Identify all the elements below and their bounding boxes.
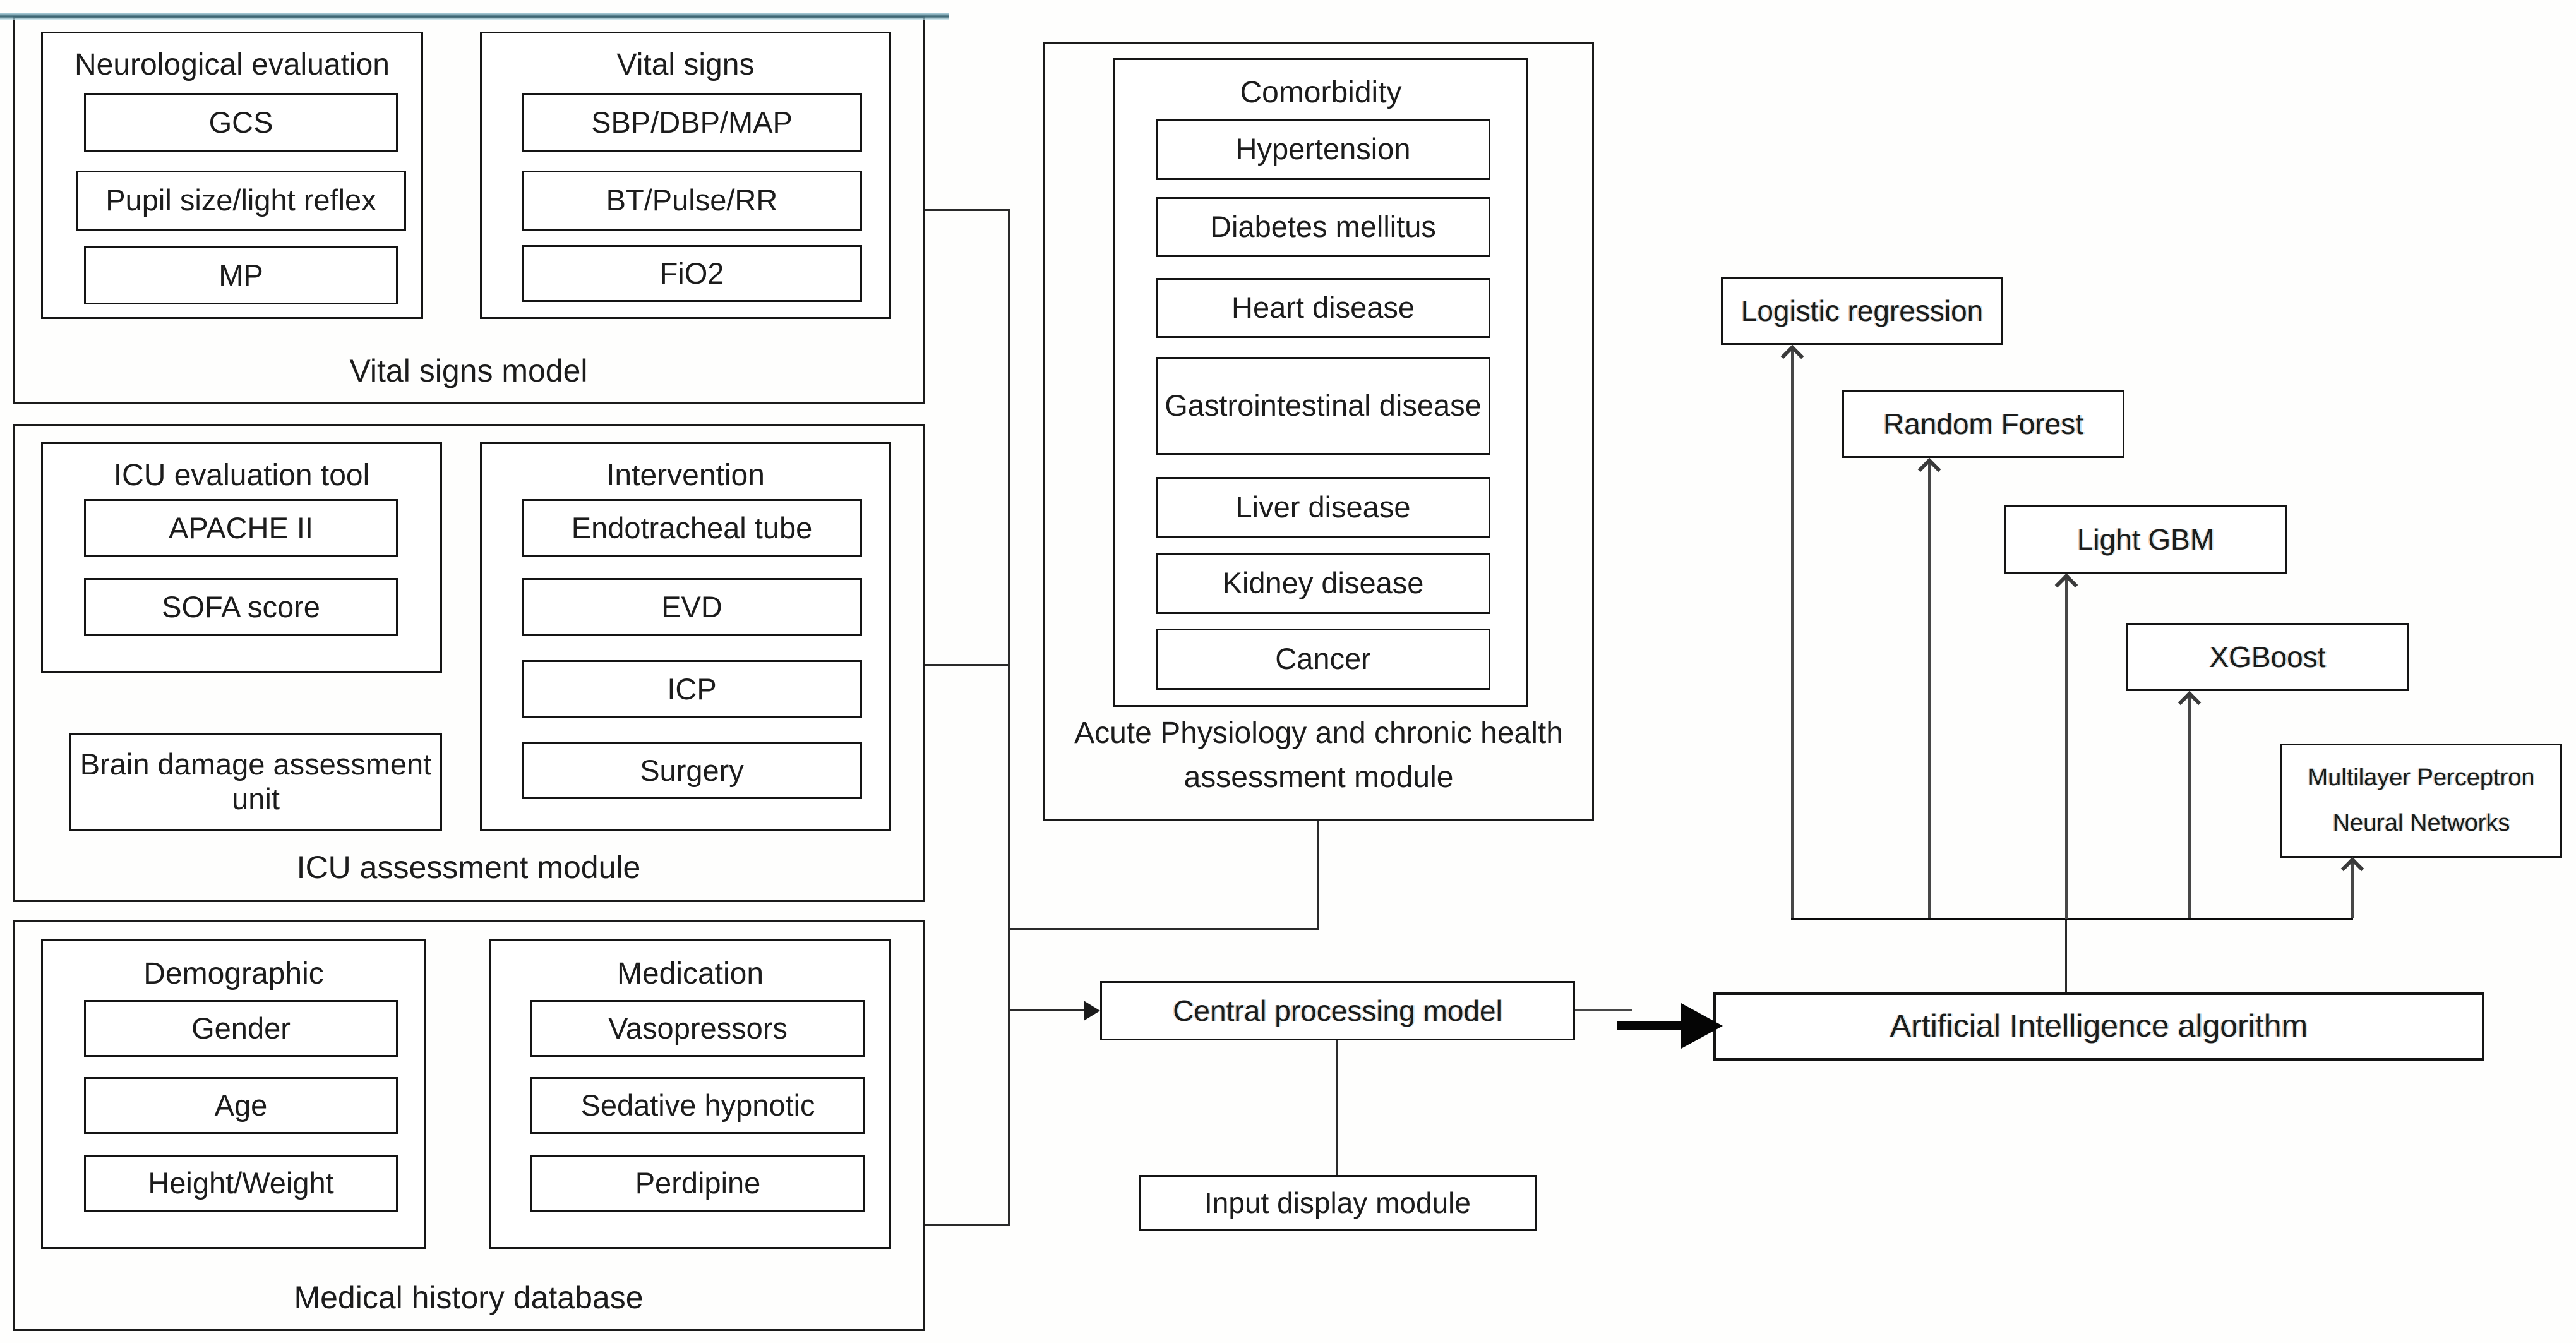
item-vasopressors: Vasopressors <box>530 1000 865 1057</box>
title-neurological-evaluation: Neurological evaluation <box>75 48 390 81</box>
item-surgery: Surgery <box>522 742 862 799</box>
arrow-line-into-cpm <box>1009 1009 1086 1011</box>
mlp-line1: Multilayer Perceptron <box>2308 764 2535 791</box>
connector-ai-top <box>2065 920 2067 992</box>
item-pupil-size-light-reflex: Pupil size/light reflex <box>76 171 406 231</box>
module-icu-assessment: ICU assessment module <box>13 424 925 902</box>
arrowhead-logistic-regression <box>1780 344 1804 368</box>
box-ai-algorithm: Artificial Intelligence algorithm <box>1713 992 2484 1061</box>
arrowhead-into-cpm <box>1084 1001 1100 1021</box>
item-sofa-score: SOFA score <box>84 578 398 636</box>
item-hypertension: Hypertension <box>1156 119 1490 180</box>
label-acute-physiology-line1: Acute Physiology and chronic health <box>1074 716 1563 750</box>
arrowhead-random-forest <box>1917 457 1941 481</box>
item-gcs: GCS <box>84 93 398 152</box>
item-fio2: FiO2 <box>522 245 862 302</box>
arrow-to-mlp <box>2351 862 2354 918</box>
label-icu-assessment-module: ICU assessment module <box>296 850 641 885</box>
arrowhead-mlp <box>2340 857 2364 881</box>
item-gastrointestinal-disease: Gastrointestinal disease <box>1156 357 1490 455</box>
item-perdipine: Perdipine <box>530 1155 865 1212</box>
arrow-to-random-forest <box>1928 462 1931 918</box>
item-evd: EVD <box>522 578 862 636</box>
box-logistic-regression: Logistic regression <box>1721 277 2003 345</box>
connector-icu-to-trunk <box>925 664 1009 666</box>
title-intervention: Intervention <box>606 459 765 492</box>
item-cancer: Cancer <box>1156 629 1490 690</box>
module-acute-physiology: Acute Physiology and chronic health asse… <box>1043 42 1594 821</box>
item-icp: ICP <box>522 660 862 718</box>
box-central-processing-model: Central processing model <box>1100 981 1575 1040</box>
title-demographic: Demographic <box>143 957 324 991</box>
bus-line <box>1791 918 2353 920</box>
module-medical-history-database: Medical history database <box>13 920 925 1331</box>
connector-comorbidity-to-trunk <box>1008 928 1319 930</box>
arrow-to-light-gbm <box>2065 577 2068 919</box>
item-heart-disease: Heart disease <box>1156 278 1490 338</box>
connector-vital-signs-to-trunk <box>925 209 1009 211</box>
box-mlp-neural-networks: Multilayer Perceptron Neural Networks <box>2280 744 2562 858</box>
trunk-line <box>1008 209 1010 1226</box>
arrowhead-light-gbm <box>2054 573 2078 597</box>
label-medical-history-database: Medical history database <box>294 1280 644 1315</box>
item-bt-pulse-rr: BT/Pulse/RR <box>522 171 862 231</box>
item-endotracheal-tube: Endotracheal tube <box>522 499 862 557</box>
item-liver-disease: Liver disease <box>1156 477 1490 538</box>
connector-comorbidity-drop <box>1317 821 1319 930</box>
title-icu-evaluation-tool: ICU evaluation tool <box>113 459 370 492</box>
item-kidney-disease: Kidney disease <box>1156 553 1490 614</box>
mlp-line2: Neural Networks <box>2332 809 2510 836</box>
box-input-display-module: Input display module <box>1139 1175 1537 1231</box>
box-xgboost: XGBoost <box>2126 623 2409 691</box>
box-brain-damage-assessment-unit: Brain damage assessment unit <box>69 733 442 831</box>
item-age: Age <box>84 1077 398 1134</box>
connector-cpm-to-input-display <box>1336 1040 1338 1175</box>
label-vital-signs-model: Vital signs model <box>349 353 588 388</box>
label-acute-physiology-line2: assessment module <box>1183 761 1454 794</box>
arrow-to-xgboost <box>2188 695 2191 918</box>
arrow-to-logistic-regression <box>1791 349 1794 918</box>
item-sedative-hypnotic: Sedative hypnotic <box>530 1077 865 1134</box>
group-icu-evaluation-tool: ICU evaluation tool <box>41 442 442 673</box>
item-mp: MP <box>84 246 398 304</box>
item-diabetes-mellitus: Diabetes mellitus <box>1156 197 1490 257</box>
box-light-gbm: Light GBM <box>2004 505 2287 574</box>
item-height-weight: Height/Weight <box>84 1155 398 1212</box>
title-vital-signs: Vital signs <box>616 48 755 81</box>
connector-medical-history-to-trunk <box>925 1224 1009 1226</box>
item-apache-ii: APACHE II <box>84 499 398 557</box>
box-random-forest: Random Forest <box>1842 390 2124 458</box>
scan-artifact-line <box>0 13 949 20</box>
arrowhead-xgboost <box>2178 690 2202 714</box>
item-gender: Gender <box>84 1000 398 1057</box>
thick-arrowhead <box>1681 1003 1723 1049</box>
thick-arrow-shaft <box>1617 1021 1686 1030</box>
title-medication: Medication <box>616 957 764 991</box>
item-sbp-dbp-map: SBP/DBP/MAP <box>522 93 862 152</box>
line-cpm-right <box>1575 1009 1632 1011</box>
title-comorbidity: Comorbidity <box>1240 76 1402 109</box>
